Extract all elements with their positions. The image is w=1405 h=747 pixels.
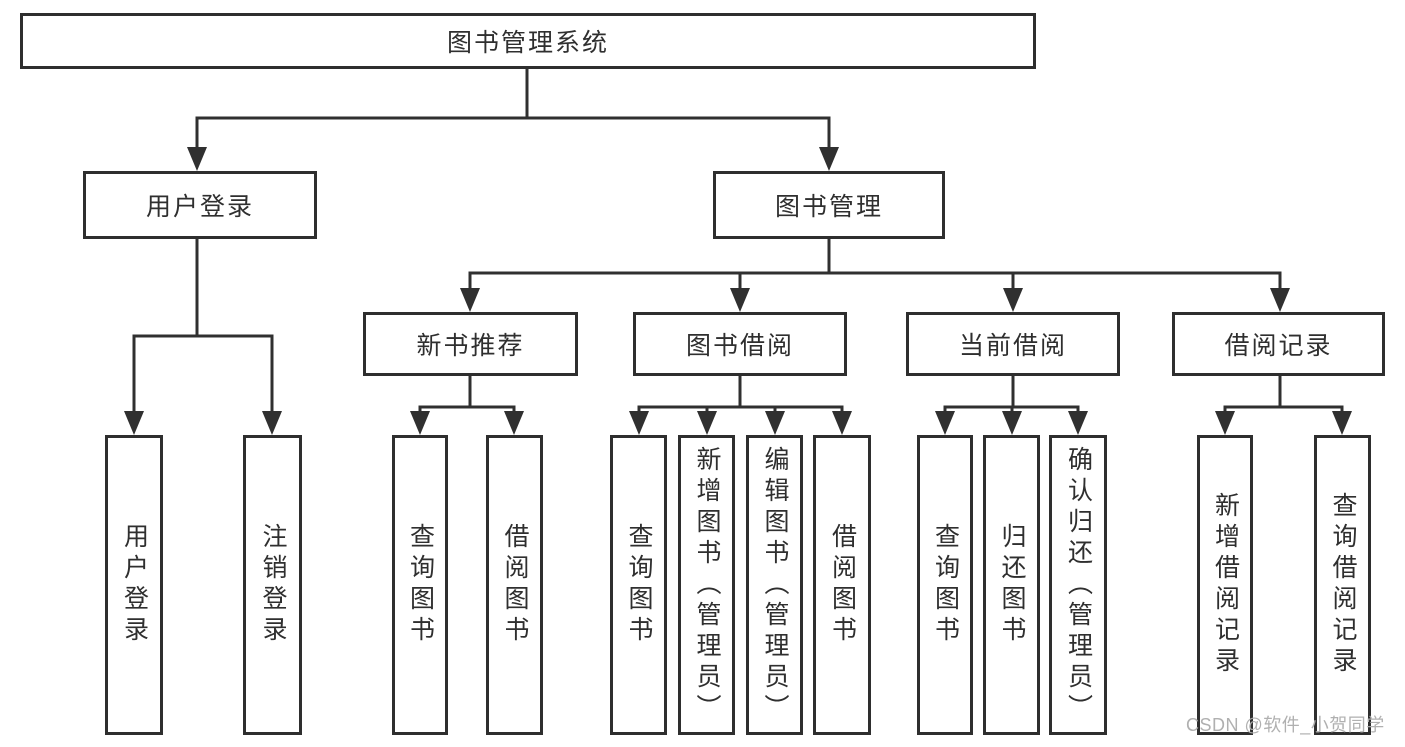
leaf-br-query-record: 查询借阅记录 — [1314, 435, 1371, 735]
leaf-cb-query-books-label: 查询图书 — [931, 523, 960, 647]
leaf-bb-edit-books-admin: 编辑图书（管理员） — [746, 435, 803, 735]
node-borrowing-records: 借阅记录 — [1172, 312, 1385, 376]
node-root-label: 图书管理系统 — [446, 29, 609, 57]
node-root: 图书管理系统 — [20, 13, 1036, 69]
node-borrowing-records-label: 借阅记录 — [1224, 332, 1333, 360]
leaf-bb-query-books: 查询图书 — [610, 435, 667, 735]
leaf-logout: 注销登录 — [243, 435, 302, 735]
leaf-nbr-borrow-books: 借阅图书 — [486, 435, 543, 735]
node-current-borrowing: 当前借阅 — [906, 312, 1120, 376]
leaf-bb-query-books-label: 查询图书 — [625, 523, 653, 647]
node-current-borrowing-label: 当前借阅 — [958, 332, 1067, 360]
node-user-login-label: 用户登录 — [145, 193, 254, 221]
leaf-cb-confirm-return-admin-label: 确认归还（管理员） — [1064, 445, 1093, 725]
leaf-cb-return-books-label: 归还图书 — [998, 523, 1026, 647]
node-book-management-label: 图书管理 — [774, 193, 883, 221]
leaf-nbr-query-books-label: 查询图书 — [406, 523, 435, 647]
leaf-bb-borrow-books: 借阅图书 — [813, 435, 871, 735]
node-book-management: 图书管理 — [713, 171, 945, 239]
leaf-nbr-query-books: 查询图书 — [392, 435, 448, 735]
node-new-book-recommend-label: 新书推荐 — [416, 332, 525, 360]
node-user-login: 用户登录 — [83, 171, 317, 239]
leaf-br-query-record-label: 查询借阅记录 — [1329, 492, 1357, 678]
leaf-br-add-record: 新增借阅记录 — [1197, 435, 1253, 735]
csdn-watermark: CSDN @软件_小贺同学 — [1186, 715, 1385, 735]
leaf-nbr-borrow-books-label: 借阅图书 — [501, 523, 529, 647]
leaf-user-login: 用户登录 — [105, 435, 163, 735]
leaf-cb-return-books: 归还图书 — [983, 435, 1040, 735]
leaf-bb-edit-books-admin-label: 编辑图书（管理员） — [761, 445, 789, 725]
node-new-book-recommend: 新书推荐 — [363, 312, 578, 376]
leaf-br-add-record-label: 新增借阅记录 — [1211, 492, 1240, 678]
node-book-borrowing: 图书借阅 — [633, 312, 847, 376]
leaf-bb-borrow-books-label: 借阅图书 — [828, 523, 857, 647]
leaf-logout-label: 注销登录 — [259, 523, 287, 647]
leaf-cb-query-books: 查询图书 — [917, 435, 973, 735]
leaf-user-login-label: 用户登录 — [120, 523, 149, 647]
leaf-cb-confirm-return-admin: 确认归还（管理员） — [1049, 435, 1107, 735]
leaf-bb-add-books-admin-label: 新增图书（管理员） — [693, 445, 721, 725]
leaf-bb-add-books-admin: 新增图书（管理员） — [678, 435, 735, 735]
node-book-borrowing-label: 图书借阅 — [685, 332, 794, 360]
